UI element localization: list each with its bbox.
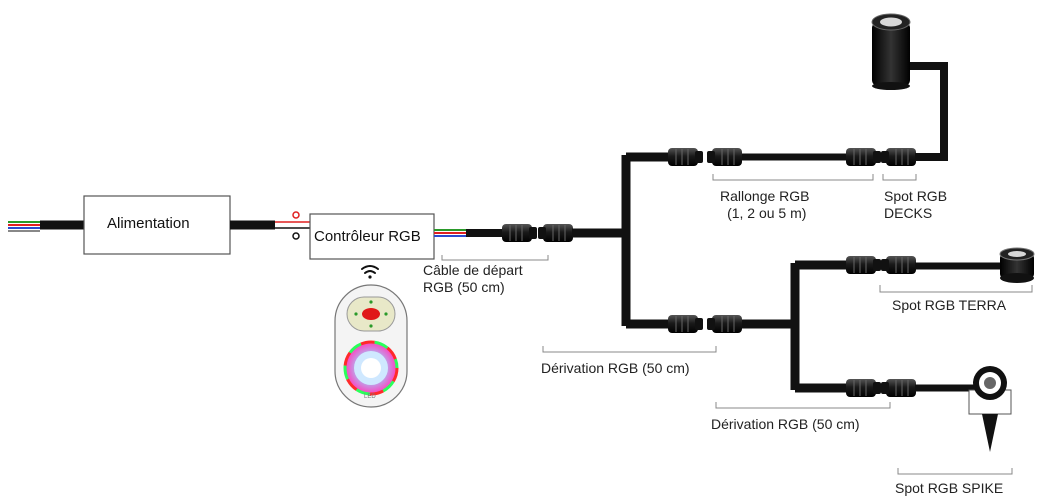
splitter-1-cable <box>572 152 668 329</box>
controller-box <box>309 213 435 260</box>
splitter-2-cable <box>742 260 846 393</box>
wifi-icon <box>361 265 379 279</box>
controller-label: Contrôleur RGB <box>314 228 421 245</box>
splitter-2-bottom-connector <box>845 378 882 398</box>
splitter-1-top-connector <box>667 147 704 167</box>
splitter-2-input-connector <box>706 314 743 334</box>
dc-wires <box>275 211 312 240</box>
extension-label: Rallonge RGB (1, 2 ou 5 m) <box>720 188 810 222</box>
remote-logo: LED <box>364 394 376 400</box>
start-cable-connector <box>501 223 538 243</box>
rgb-remote <box>334 284 408 408</box>
extension-label-line2: (1, 2 ou 5 m) <box>727 205 807 221</box>
splitter-1-label: Dérivation RGB (50 cm) <box>541 360 690 376</box>
spot-spike-fixture <box>968 366 1012 452</box>
spot-decks-label: Spot RGB DECKS <box>884 188 947 222</box>
power-supply-box <box>83 195 231 255</box>
spot-terra-fixture <box>999 247 1035 283</box>
label-brackets <box>441 174 1033 475</box>
spot-decks-label-line1: Spot RGB <box>884 188 948 204</box>
splitter-2-label: Dérivation RGB (50 cm) <box>711 416 860 432</box>
spot-spike-label: Spot RGB SPIKE <box>895 480 1004 496</box>
splitter-2-top-connector <box>845 255 882 275</box>
start-cable-label: Câble de départ RGB (50 cm) <box>423 262 523 296</box>
spot-terra-label: Spot RGB TERRA <box>892 297 1007 313</box>
spot-decks-label-line2: DECKS <box>884 205 933 221</box>
controller-output-wires <box>434 229 468 237</box>
extension-right-connector <box>845 147 882 167</box>
spot-spike-connector <box>880 378 917 398</box>
spot-decks-connector <box>880 147 917 167</box>
spot-terra-connector <box>880 255 917 275</box>
spot-decks-cable <box>905 62 948 161</box>
extension-label-line1: Rallonge RGB <box>720 188 810 204</box>
input-wires <box>8 221 40 232</box>
splitter-1-input-connector <box>537 223 574 243</box>
extension-left-connector <box>706 147 743 167</box>
remote-power-button <box>362 308 380 320</box>
start-cable-label-line2: RGB (50 cm) <box>423 279 505 295</box>
spot-decks-fixture <box>871 13 911 90</box>
start-cable-label-line1: Câble de départ <box>423 262 523 278</box>
splitter-1-bottom-connector <box>667 314 704 334</box>
power-supply-label: Alimentation <box>107 215 190 232</box>
